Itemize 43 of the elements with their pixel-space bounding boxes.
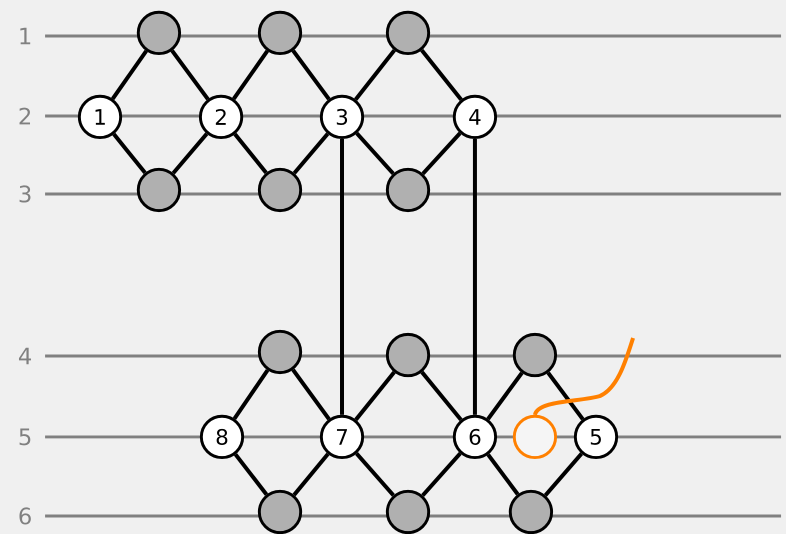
connector-line <box>234 453 268 496</box>
circle-node <box>512 414 558 460</box>
row-number: 1 <box>20 28 30 44</box>
circle-node <box>136 10 182 56</box>
circle-node <box>386 10 430 56</box>
row-number: 5 <box>20 428 30 446</box>
circle-node <box>258 10 302 56</box>
connector-line <box>354 371 396 421</box>
circle-node <box>258 330 302 374</box>
circle-node <box>386 332 430 378</box>
connector-line <box>340 139 344 415</box>
circle-node <box>258 168 302 212</box>
connector-line <box>472 139 477 415</box>
row-number: 2 <box>20 108 30 124</box>
connector-line <box>172 132 208 174</box>
circle-node <box>512 332 558 378</box>
row-number: 6 <box>19 507 31 525</box>
connector-line <box>421 452 462 497</box>
connector-line <box>292 452 330 496</box>
connector-line <box>111 50 148 100</box>
connector-line <box>292 50 330 100</box>
row-number: 4 <box>18 348 32 364</box>
connector-line <box>355 452 395 497</box>
connector-line <box>355 132 395 175</box>
connector-line <box>354 49 396 101</box>
connector-line <box>232 50 269 100</box>
connector-line <box>420 48 463 101</box>
connector-line <box>486 453 520 496</box>
circle-node <box>386 168 430 212</box>
connector-line <box>486 372 524 420</box>
curve-line <box>533 337 635 416</box>
connector-line <box>546 372 584 420</box>
connector-line <box>544 452 584 497</box>
connector-line <box>232 369 270 420</box>
circle-node <box>136 168 182 212</box>
connector-line <box>112 132 147 174</box>
connector-line <box>420 370 462 422</box>
connector-line <box>421 132 462 176</box>
connector-line <box>170 50 210 100</box>
connector-line <box>292 132 330 174</box>
row-number: 3 <box>20 185 30 203</box>
connector-line <box>233 132 268 174</box>
connector-line <box>291 368 331 420</box>
